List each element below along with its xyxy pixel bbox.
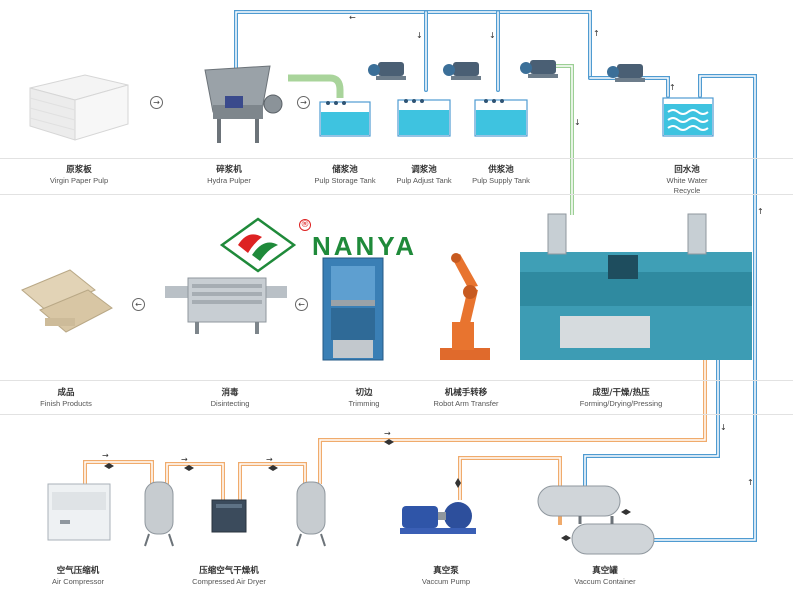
stirrers bbox=[326, 99, 504, 105]
svg-text:↓: ↓ bbox=[489, 31, 496, 40]
pulp-adjust-tank bbox=[397, 99, 451, 137]
valves bbox=[104, 439, 631, 541]
svg-text:↓: ↓ bbox=[574, 118, 581, 127]
nanya-logo-icon bbox=[219, 217, 297, 273]
air-tank-1-image bbox=[144, 481, 174, 547]
paper-stack-image bbox=[29, 74, 129, 141]
pulp-inlet-pipe bbox=[288, 74, 344, 98]
flow-arrows: ← ↓ ↓ ↑ ↑ ↓ ↑ ↓ ↑ → → → → bbox=[102, 13, 764, 487]
row-divider bbox=[0, 194, 793, 195]
air-dryer-image bbox=[211, 499, 247, 533]
forming-machine-image bbox=[520, 213, 752, 360]
svg-text:↑: ↑ bbox=[669, 83, 676, 92]
air-compressor-image bbox=[47, 483, 111, 541]
svg-text:→: → bbox=[266, 455, 273, 464]
air-pipes bbox=[83, 350, 707, 525]
svg-text:→: → bbox=[384, 429, 391, 438]
svg-text:↑: ↑ bbox=[593, 29, 600, 38]
hydra-pulper-image bbox=[204, 65, 283, 143]
air-tank-2-image bbox=[296, 481, 326, 547]
trimming-machine-image bbox=[322, 257, 384, 361]
registered-mark: ® bbox=[299, 219, 311, 231]
pulp-supply-pipe bbox=[548, 64, 574, 215]
svg-text:↑: ↑ bbox=[747, 478, 754, 487]
pulp-supply-tank bbox=[474, 99, 528, 137]
pulp-pumps bbox=[368, 60, 645, 82]
arrow-right-icon: → bbox=[297, 96, 310, 109]
svg-text:↓: ↓ bbox=[720, 423, 727, 432]
disinfecting-machine-image bbox=[165, 277, 287, 334]
robot-arm-image bbox=[440, 253, 490, 360]
arrow-right-icon: → bbox=[150, 96, 163, 109]
svg-text:↑: ↑ bbox=[757, 207, 764, 216]
svg-text:↓: ↓ bbox=[416, 31, 423, 40]
white-water-tank bbox=[662, 97, 714, 137]
row-divider bbox=[0, 380, 793, 381]
water-pipes bbox=[234, 10, 757, 542]
finish-products-image bbox=[21, 269, 113, 333]
svg-text:→: → bbox=[181, 455, 188, 464]
vacuum-pump-image bbox=[400, 502, 476, 534]
row-divider bbox=[0, 414, 793, 415]
arrow-left-icon: ← bbox=[295, 298, 308, 311]
svg-text:→: → bbox=[102, 451, 109, 460]
row-divider bbox=[0, 158, 793, 159]
arrow-left-icon: ← bbox=[132, 298, 145, 311]
vacuum-container-image bbox=[537, 485, 655, 555]
pulp-storage-tank bbox=[319, 101, 371, 137]
svg-text:←: ← bbox=[349, 13, 356, 22]
brand-name: NANYA bbox=[312, 231, 418, 261]
